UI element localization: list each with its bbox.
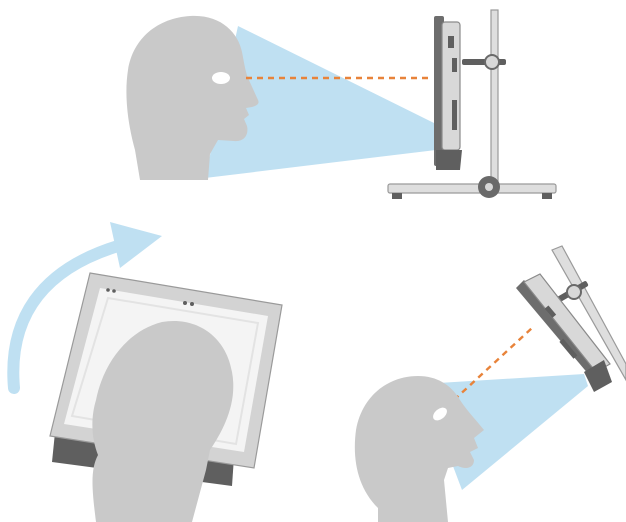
- head-profile-icon: [126, 15, 259, 180]
- eye-icon: [433, 407, 447, 421]
- clamp-knob-icon: [566, 284, 582, 300]
- head-tilted-icon: [354, 376, 484, 522]
- sight-line: [453, 327, 533, 401]
- side-view-scene: [126, 9, 557, 199]
- stand-foot-left: [392, 193, 402, 199]
- stand-foot-right: [542, 193, 552, 199]
- head-back-icon: [92, 320, 234, 522]
- angled-view-scene: [354, 245, 626, 522]
- stand-base-bar: [387, 183, 557, 194]
- rotate-arrow-head: [110, 222, 162, 268]
- stand-pole: [490, 9, 499, 187]
- rotate-arrow-icon: [7, 240, 124, 394]
- angled-pole: [551, 245, 626, 382]
- view-cone: [205, 26, 436, 178]
- eye-icon: [212, 72, 230, 84]
- angled-monitor-icon: [516, 273, 612, 392]
- rotate-view-scene: [7, 222, 283, 522]
- stand-wheel-hub: [485, 183, 493, 191]
- clamp-knob-icon: [484, 54, 500, 70]
- side-monitor-icon: [434, 16, 462, 170]
